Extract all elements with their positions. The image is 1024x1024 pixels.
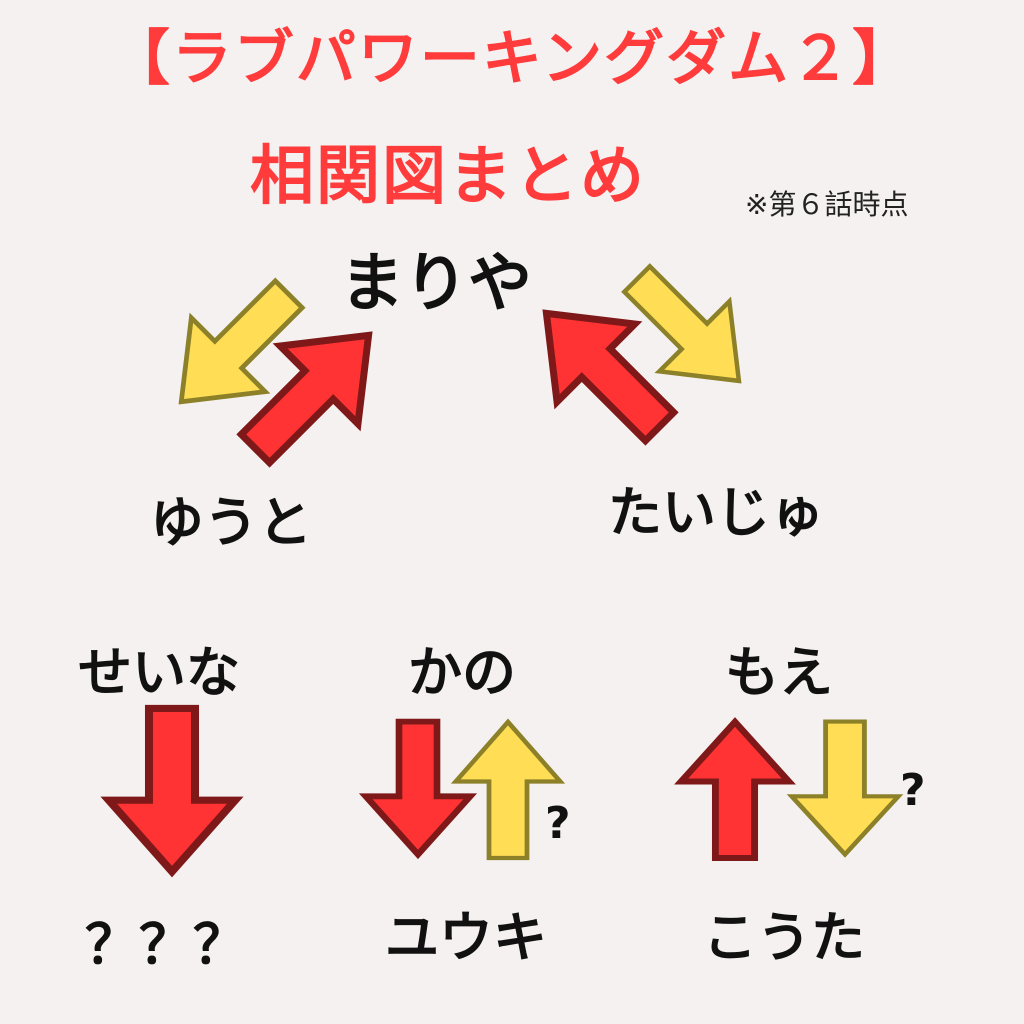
arrow-moe-to-kota-red — [681, 722, 789, 858]
name-yuto: ゆうと — [150, 491, 312, 554]
name-seina: せいな — [78, 641, 240, 704]
name-yuki: ユウキ — [385, 906, 547, 969]
name-mariya: まりや — [340, 247, 532, 321]
arrow-seina-to-unknown-red — [109, 708, 236, 871]
name-kano: かの — [408, 641, 516, 704]
question-mark-kano-yuki: ? — [545, 798, 571, 849]
arrow-kano-to-yuki-red — [366, 722, 471, 855]
title-line1: 【ラブパワーキングダム２】 — [109, 24, 915, 94]
arrow-kota-to-moe-yellow — [792, 722, 899, 855]
name-unknown: ？？？ — [85, 913, 247, 976]
time-note: ※第６話時点 — [745, 188, 909, 221]
name-kota: こうた — [703, 906, 865, 969]
title-line2: 相関図まとめ — [250, 140, 646, 214]
arrow-yuki-to-kano-yellow — [456, 722, 561, 858]
question-mark-moe-kota: ? — [900, 765, 926, 816]
name-moe: もえ — [725, 641, 833, 704]
name-taiju: たいじゅ — [608, 481, 824, 544]
